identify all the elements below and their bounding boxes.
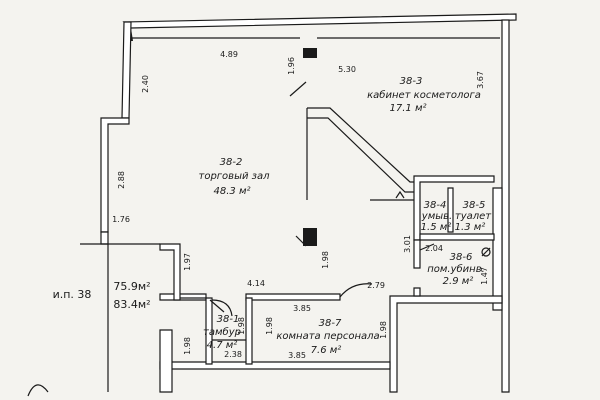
vestibule-top-wall	[159, 293, 207, 301]
interior-walls	[27, 37, 500, 397]
room-name-38-3: кабинет косметолога	[367, 89, 481, 101]
dim-1-98-b: 1.98	[237, 317, 246, 335]
unit-summary: и.п. 38 75.9м² 83.4м²	[53, 280, 151, 311]
door-swing-6	[209, 299, 225, 313]
room-name-38-7: комната персонала	[276, 331, 379, 342]
right-wall	[501, 19, 510, 393]
room-labels: 38-3 кабинет косметолога 17.1 м² 38-2 то…	[199, 76, 493, 356]
room-area-38-3: 17.1 м²	[390, 103, 427, 114]
dim-2-04: 2.04	[425, 244, 443, 253]
room-id-38-3: 38-3	[400, 76, 423, 87]
entrance-post	[159, 329, 173, 393]
utility-left-wall	[413, 239, 421, 269]
room-name-38-2: торговый зал	[199, 171, 271, 182]
left-lower-wall	[100, 231, 109, 245]
total-area: 75.9м²	[113, 280, 150, 293]
dim-1-98-e: 1.98	[183, 337, 192, 355]
dim-3-67: 3.67	[476, 71, 485, 89]
room-name-38-5: туалет	[455, 211, 492, 222]
vestibule-right-wall	[205, 297, 213, 365]
room-id-38-5: 38-5	[463, 200, 486, 211]
dim-2-38: 2.38	[224, 350, 242, 359]
dim-1-47: 1.47	[480, 267, 489, 285]
dim-1-98-d: 1.98	[379, 321, 388, 339]
stair-diagonal-outer	[307, 107, 416, 183]
dim-2-88: 2.88	[117, 171, 126, 189]
room-name-38-1: тамбур	[203, 326, 241, 338]
bottom-wall	[159, 361, 391, 370]
column-mid	[303, 228, 317, 246]
dim-1-98-a: 1.98	[321, 251, 330, 269]
room-id-38-4: 38-4	[424, 200, 447, 211]
door-swing-4	[419, 243, 435, 251]
door-swing-2	[339, 283, 373, 298]
room-area-38-6: 2.9 м²	[443, 276, 474, 287]
room-area-38-1: 4.7 м²	[207, 340, 238, 351]
bottom-right-wall	[389, 295, 503, 393]
dim-1-97: 1.97	[183, 253, 192, 271]
utility-stub	[413, 287, 421, 297]
room-area-38-7: 7.6 м²	[311, 345, 342, 356]
utility-circle-slash	[481, 247, 491, 257]
dim-3-01: 3.01	[403, 235, 412, 253]
room-name-38-6: пом.убинв.	[427, 263, 485, 275]
dim-3-85-b: 3.85	[288, 351, 306, 360]
dimension-labels: 4.89 1.96 5.30 3.67 2.40 2.88 1.76 1.97 …	[112, 50, 489, 360]
room-id-38-6: 38-6	[450, 252, 473, 263]
room-id-38-2: 38-2	[220, 157, 243, 168]
corner-mark	[27, 384, 49, 397]
stair-arrow	[395, 190, 405, 199]
room-name-38-4: умыв.	[421, 211, 452, 222]
room-area-38-5: 1.3 м²	[455, 222, 486, 233]
dim-4-89: 4.89	[220, 50, 238, 59]
staff-top-wall	[245, 293, 341, 301]
utility-circle	[481, 247, 491, 257]
vestibule-left-wall	[159, 243, 181, 301]
dim-3-85-a: 3.85	[293, 304, 311, 313]
total-area-alt: 83.4м²	[113, 298, 150, 311]
dim-1-76: 1.76	[112, 215, 130, 224]
right-lower-bump	[492, 187, 503, 311]
dim-5-30: 5.30	[338, 65, 356, 74]
top-wall	[122, 13, 517, 29]
door-swing-3	[295, 235, 307, 247]
column-top	[303, 48, 317, 58]
room-id-38-1: 38-1	[217, 314, 240, 325]
room-id-38-7: 38-7	[319, 318, 342, 329]
stair-diagonal-inner	[307, 117, 414, 193]
door-swing-1	[211, 299, 233, 317]
room-area-38-4: 1.5 м²	[421, 222, 452, 233]
dim-1-98-c: 1.98	[265, 317, 274, 335]
left-upper-wall	[121, 21, 132, 119]
unit-label: и.п. 38	[53, 288, 92, 301]
door-swing-5	[289, 81, 307, 97]
wet-block-bottom	[419, 233, 495, 241]
outer-walls	[100, 13, 517, 393]
dim-2-40: 2.40	[141, 75, 150, 93]
dim-2-79: 2.79	[367, 281, 385, 290]
staff-left-wall	[245, 297, 253, 365]
room-area-38-2: 48.3 м²	[214, 186, 251, 197]
wet-divider	[447, 187, 454, 233]
dim-4-14: 4.14	[247, 279, 265, 288]
dim-1-96: 1.96	[287, 57, 296, 75]
